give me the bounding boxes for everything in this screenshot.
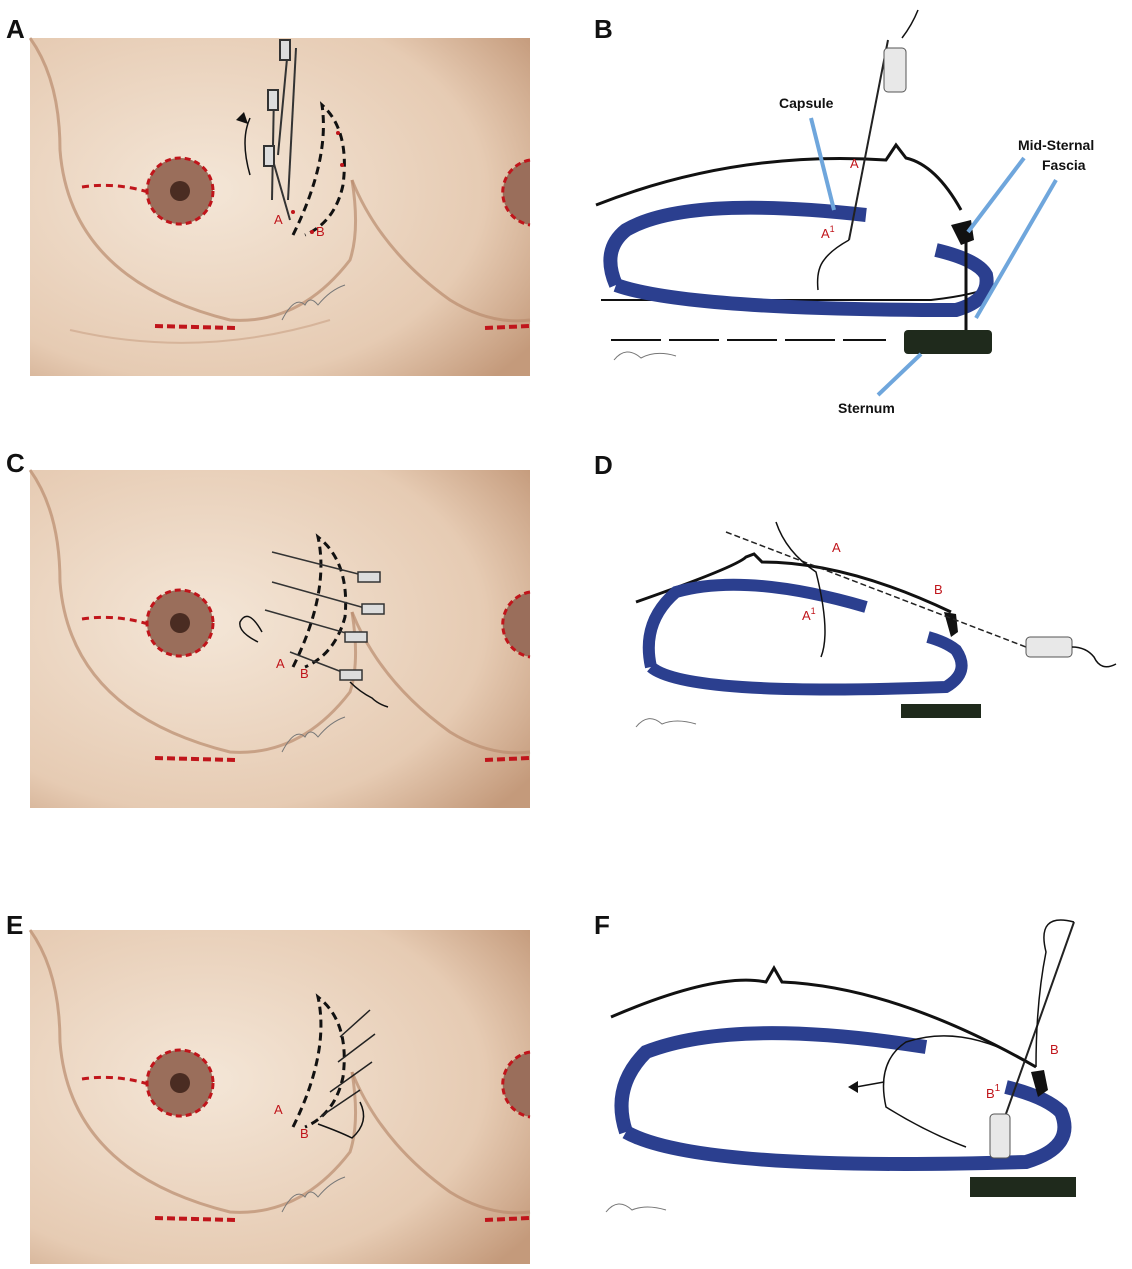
point-a-label: A [274,212,283,227]
fascia-arrow-1 [968,158,1024,232]
capsule-label: Capsule [779,95,834,111]
sternum [901,704,981,718]
needle-hub [1026,637,1072,657]
breast-skin-outline [596,145,961,210]
needle [849,40,888,240]
point-b-label: B [1050,1042,1059,1057]
point-a1-label: A1 [821,224,835,241]
sternum-arrow [878,354,921,395]
mid-sternal-label-line2: Fascia [1042,157,1086,173]
point-a-label: A [850,156,859,171]
sternum-label: Sternum [838,400,895,416]
panel-letter-a: A [6,14,25,45]
implant-capsule [649,585,866,667]
point-b-label: B [300,1126,309,1141]
panel-c-illustration: A B [0,432,560,812]
implant-capsule [610,208,866,285]
sternum [904,330,992,354]
point-a-label: A [276,656,285,671]
breast-skin-outline [636,554,951,612]
thread-arrowhead [848,1081,858,1093]
panel-d-diagram: A A1 B [566,432,1132,812]
signature [636,719,696,727]
panel-letter-d: D [594,450,613,481]
panel-a-illustration: A B [0,0,560,400]
panel-a: A A B [0,0,560,400]
panel-letter-c: C [6,448,25,479]
panel-e-illustration: A B [0,892,560,1264]
point-a-label: A [832,540,841,555]
breast-skin-outline [611,968,1036,1067]
mid-sternal-label-line1: Mid-Sternal [1018,137,1094,153]
signature [606,1204,666,1212]
needle-hub [990,1114,1010,1158]
panel-b-diagram: A A1 Capsule Mid-Sternal Fascia Sternum [566,0,1132,420]
implant-capsule-lower [651,637,962,690]
panel-letter-e: E [6,910,23,941]
point-a-label: A [274,1102,283,1117]
capsule-arrow [811,118,834,210]
panel-e: E A B [0,892,560,1264]
panel-f-diagram: B B1 [566,892,1132,1264]
sternum [970,1177,1076,1197]
point-b-label: B [300,666,309,681]
point-a1-label: A1 [802,606,816,623]
point-b-label: B [934,582,943,597]
needle-hub [884,48,906,92]
torso-skin [30,470,530,808]
torso-skin [30,38,530,376]
panel-c: C A B [0,432,560,812]
panel-letter-f: F [594,910,610,941]
panel-d: D A A1 B [566,432,1132,812]
signature [614,352,676,360]
panel-f: F B B1 [566,892,1132,1264]
panel-b: B A A1 Capsule Mid-Sternal Fascia Sternu… [566,0,1132,420]
panel-letter-b: B [594,14,613,45]
point-b-label: B [316,224,325,239]
torso-skin [30,930,530,1264]
point-b1-label: B1 [986,1083,1001,1101]
fascia-arrow-2 [976,180,1056,318]
mid-sternal-fascia [951,220,974,245]
